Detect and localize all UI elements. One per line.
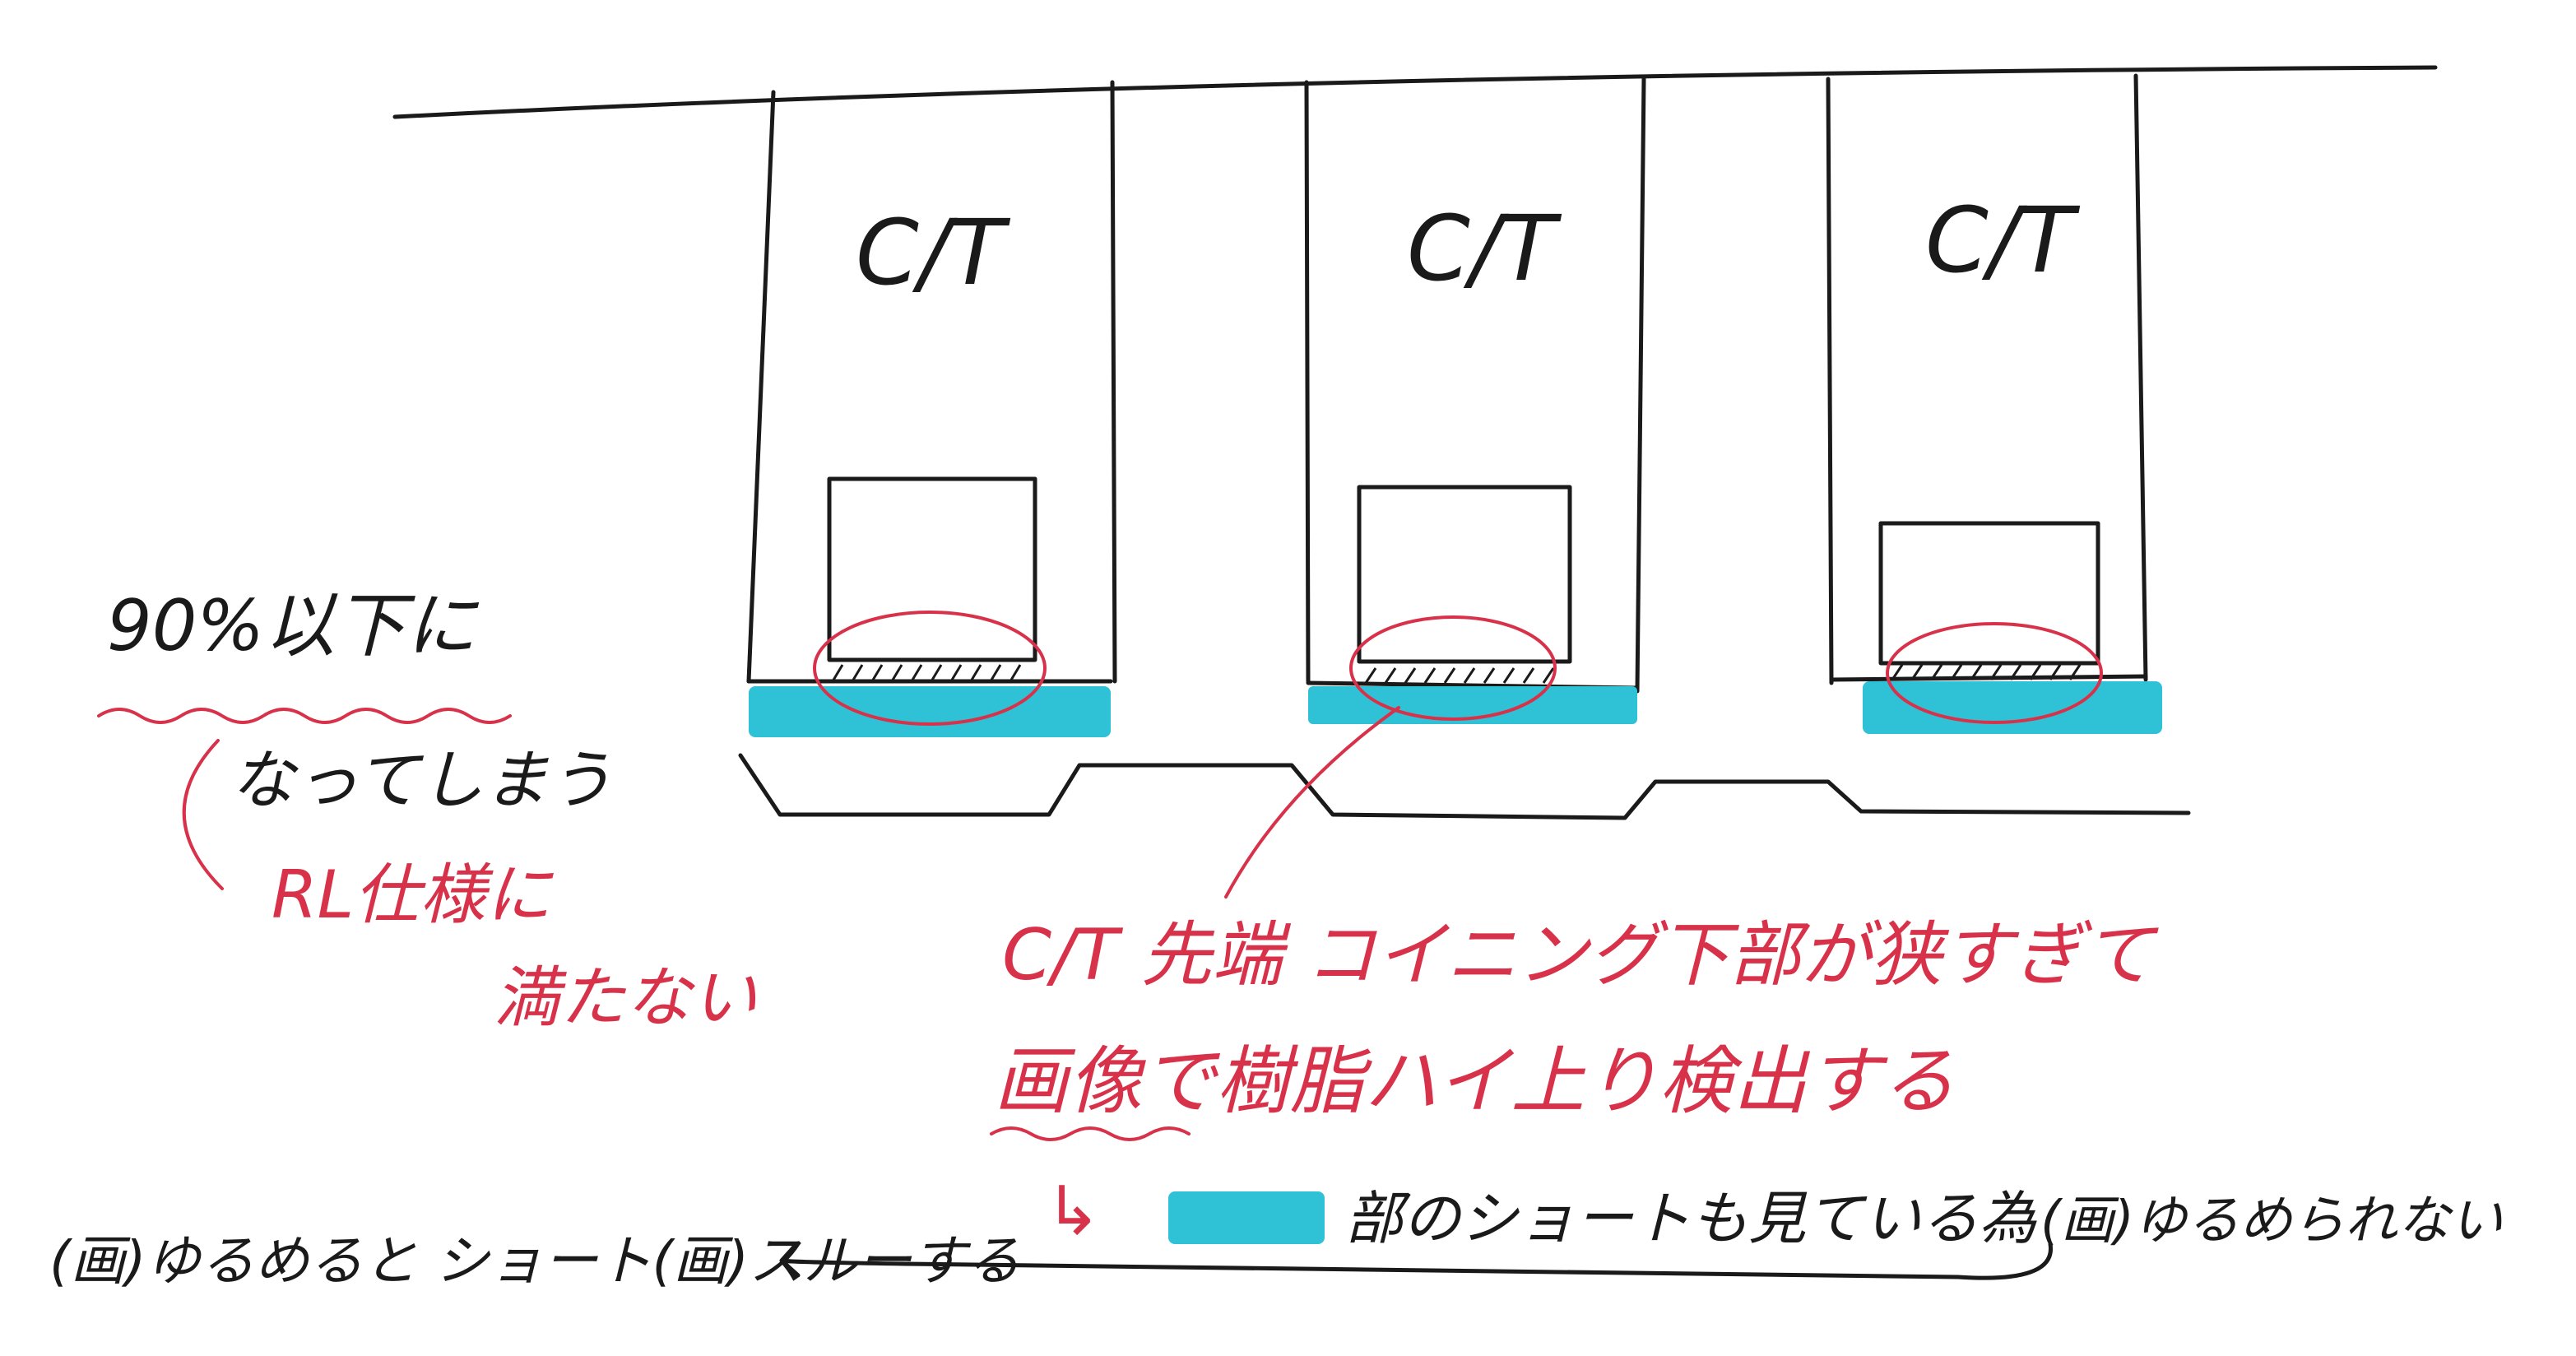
bottom-note-connector: [779, 1242, 2053, 1280]
left-note-underline: [97, 708, 512, 724]
cell-2-inner-box: [1357, 485, 1572, 664]
bottom-note: ↳ 部のショートも見ている為 (画)ゆるめられない (画)ゆるめると ショート(…: [49, 1173, 2503, 1293]
bottom-note-right-text: 部のショートも見ている為: [1345, 1185, 2037, 1252]
cell-1-circle: [813, 611, 1047, 726]
cell-1-label: C/T: [856, 200, 1011, 305]
bottom-note-left-text: (画)ゆるめると ショート(画)スルーする: [49, 1229, 1020, 1293]
cell-3: C/T: [1826, 73, 2162, 734]
left-note-line2: なってしまう: [230, 744, 612, 818]
cell-1-highlight: [749, 686, 1111, 737]
leader-line: [1224, 706, 1400, 899]
cell-2-hatching: [1364, 667, 1555, 684]
cell-1-inner-box: [827, 476, 1037, 662]
cell-3-circle: [1886, 622, 2103, 724]
bottom-note-arrow: ↳: [1045, 1173, 1102, 1251]
cell-2: C/T: [1304, 77, 1646, 724]
cell-3-frame: [1826, 73, 2148, 685]
cell-3-highlight: [1863, 681, 2162, 734]
left-note-bracket: [182, 739, 224, 890]
main-note-underline: [990, 1126, 1191, 1141]
cell-3-label: C/T: [1925, 188, 2081, 293]
bottom-note-right-end: (画)ゆるめられない: [2040, 1191, 2503, 1252]
cell-1-frame: [746, 80, 1117, 684]
main-note-line1: C/T 先端 コイニング下部が狭すぎて: [1002, 914, 2159, 996]
left-note-line1: 90%以下に: [107, 585, 480, 667]
main-note: C/T 先端 コイニング下部が狭すぎて 画像で樹脂ハイ上り検出する: [990, 914, 2159, 1141]
cell-2-circle: [1349, 615, 1557, 721]
cell-1: C/T: [746, 80, 1117, 737]
cell-2-label: C/T: [1407, 196, 1562, 301]
left-note: 90%以下に なってしまう RL仕様に 満たない: [97, 585, 757, 1036]
bottom-note-swatch: [1168, 1191, 1325, 1244]
cell-3-base: [1829, 674, 2148, 682]
cell-2-frame: [1304, 77, 1646, 694]
main-note-line2: 画像で樹脂ハイ上り検出する: [994, 1038, 1955, 1125]
cell-1-hatching: [831, 664, 1022, 682]
cell-3-inner-box: [1878, 521, 2100, 666]
cell-3-hatching: [1891, 664, 2082, 680]
top-line: [392, 65, 2438, 119]
left-note-line3: RL仕様に: [272, 857, 554, 933]
left-note-line4: 満たない: [494, 959, 757, 1036]
lower-profile: [738, 753, 2191, 820]
